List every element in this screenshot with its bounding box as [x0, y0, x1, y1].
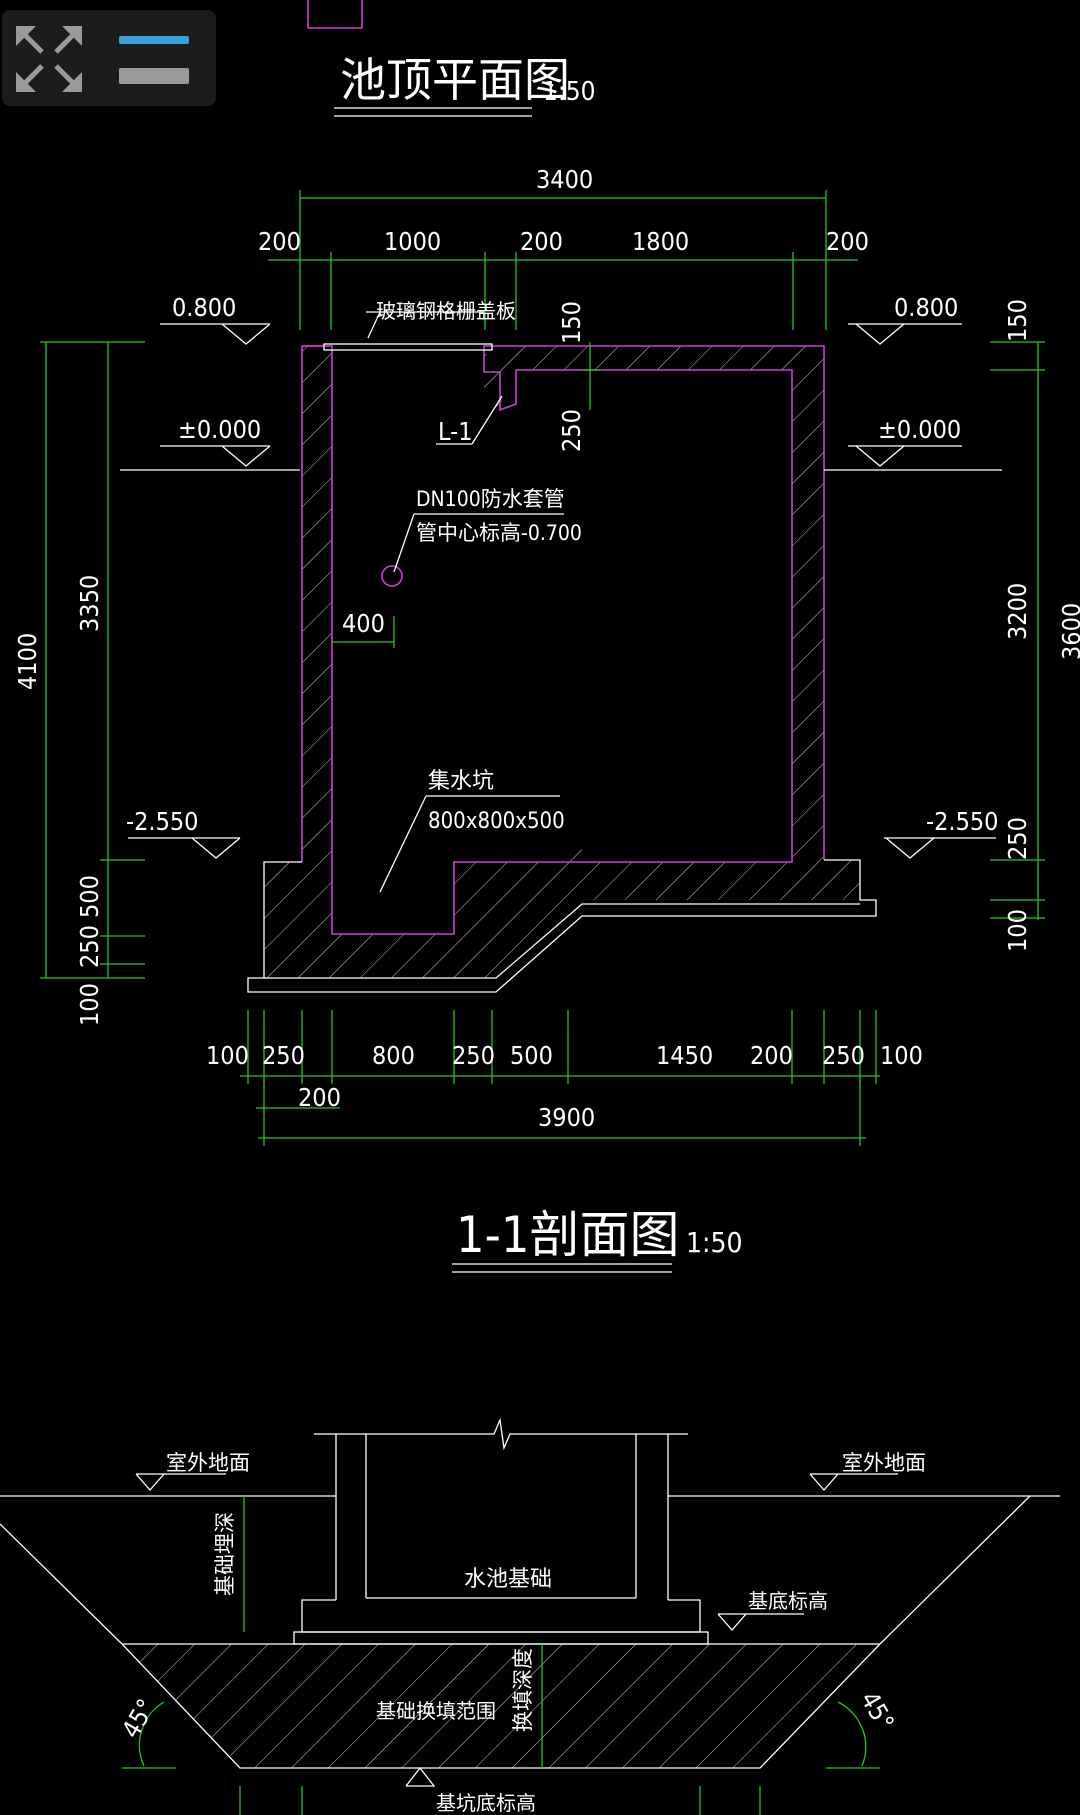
- elev-ground-left: ±0.000: [178, 415, 261, 444]
- label-pipe-elev: 管中心标高-0.700: [416, 521, 582, 545]
- dim-right-1: 150: [1003, 299, 1032, 342]
- label-beam: L-1: [438, 417, 473, 446]
- top-remnant: [307, 0, 363, 29]
- label-angle-left: 45°: [116, 1694, 161, 1743]
- section-title: 1-1剖面图: [456, 1206, 679, 1264]
- elev-top-left: 0.800: [172, 293, 236, 322]
- dim-top-5: 200: [826, 227, 869, 256]
- plan-title: 池顶平面图: [340, 53, 570, 107]
- plan-annotations: 150 250 玻璃钢格栅盖板 L-1 DN100防水套管 管中心标高-0.70…: [332, 299, 600, 893]
- left-dimensions: 4100 3350 500 250 100: [13, 341, 145, 1026]
- dim-pipe-offset: 400: [342, 609, 385, 638]
- dim-bot-1: 100: [206, 1041, 249, 1070]
- label-cover: 玻璃钢格栅盖板: [376, 299, 516, 323]
- dim-beam-1: 150: [557, 301, 586, 344]
- label-base-elev: 基底标高: [748, 1589, 828, 1613]
- dim-beam-2: 250: [557, 409, 586, 452]
- dim-bot-7: 200: [750, 1041, 793, 1070]
- dim-bot-2: 250: [262, 1041, 305, 1070]
- dim-bot-8: 250: [822, 1041, 865, 1070]
- tank-structure: [247, 343, 877, 993]
- dim-top-4: 1800: [632, 227, 689, 256]
- dim-bot-3: 800: [372, 1041, 415, 1070]
- label-replace-depth: 换填深度: [511, 1648, 535, 1732]
- bottom-dimensions: 100 250 800 250 500 1450 200 250 100 200…: [206, 1010, 923, 1146]
- dim-bot-sub: 200: [298, 1083, 341, 1112]
- dim-right-2: 3200: [1003, 583, 1032, 640]
- label-ground-left: 室外地面: [166, 1451, 250, 1475]
- dim-left-overall: 4100: [13, 633, 42, 690]
- plan-scale: 1:50: [543, 77, 596, 107]
- right-dimensions: 150 3200 250 100 3600: [990, 299, 1080, 952]
- label-replace-range: 基础换填范围: [376, 1699, 496, 1723]
- elevation-markers: 0.800 0.800 ±0.000 ±0.000 -2.550 -2.550: [120, 293, 1002, 859]
- section-drawing: 室外地面 室外地面 基础埋深 水池基础 基底标高 基础换填范围 换填深度 45°…: [0, 1417, 1060, 1815]
- dim-bot-5: 500: [510, 1041, 553, 1070]
- elev-ground-right: ±0.000: [878, 415, 961, 444]
- dim-right-3: 250: [1003, 817, 1032, 860]
- elev-bottom-right: -2.550: [926, 807, 999, 836]
- section-scale: 1:50: [686, 1226, 743, 1259]
- layers-icon: [119, 36, 189, 84]
- dim-left-3: 250: [75, 925, 104, 968]
- top-dimensions: 3400 200 1000 200 1800 200: [258, 165, 869, 330]
- dim-left-4: 100: [75, 983, 104, 1026]
- dim-right-overall: 3600: [1057, 603, 1080, 660]
- fullscreen-button[interactable]: [12, 22, 86, 96]
- dim-top-2: 1000: [384, 227, 441, 256]
- dim-right-4: 100: [1003, 909, 1032, 952]
- label-ground-right: 室外地面: [842, 1451, 926, 1475]
- dim-left-1: 3350: [75, 575, 104, 632]
- dim-top-3: 200: [520, 227, 563, 256]
- dim-bot-4: 250: [452, 1041, 495, 1070]
- elev-bottom-left: -2.550: [126, 807, 199, 836]
- dim-top-1: 200: [258, 227, 301, 256]
- label-depth: 基础埋深: [213, 1512, 237, 1596]
- view-toolbar: [2, 10, 216, 106]
- dim-left-2: 500: [75, 875, 104, 918]
- dim-bot-6: 1450: [656, 1041, 713, 1070]
- elev-top-right: 0.800: [894, 293, 958, 322]
- dim-top-overall: 3400: [536, 165, 593, 194]
- dim-bot-overall: 3900: [538, 1103, 595, 1132]
- layers-button[interactable]: [114, 22, 194, 96]
- expand-arrows-icon: [16, 26, 82, 92]
- dim-bot-9: 100: [880, 1041, 923, 1070]
- label-pit: 集水坑: [428, 769, 494, 794]
- label-pit-elev: 基坑底标高: [436, 1791, 536, 1815]
- label-pit-size: 800x800x500: [428, 809, 565, 834]
- label-pipe: DN100防水套管: [416, 487, 565, 511]
- label-foundation: 水池基础: [464, 1567, 552, 1592]
